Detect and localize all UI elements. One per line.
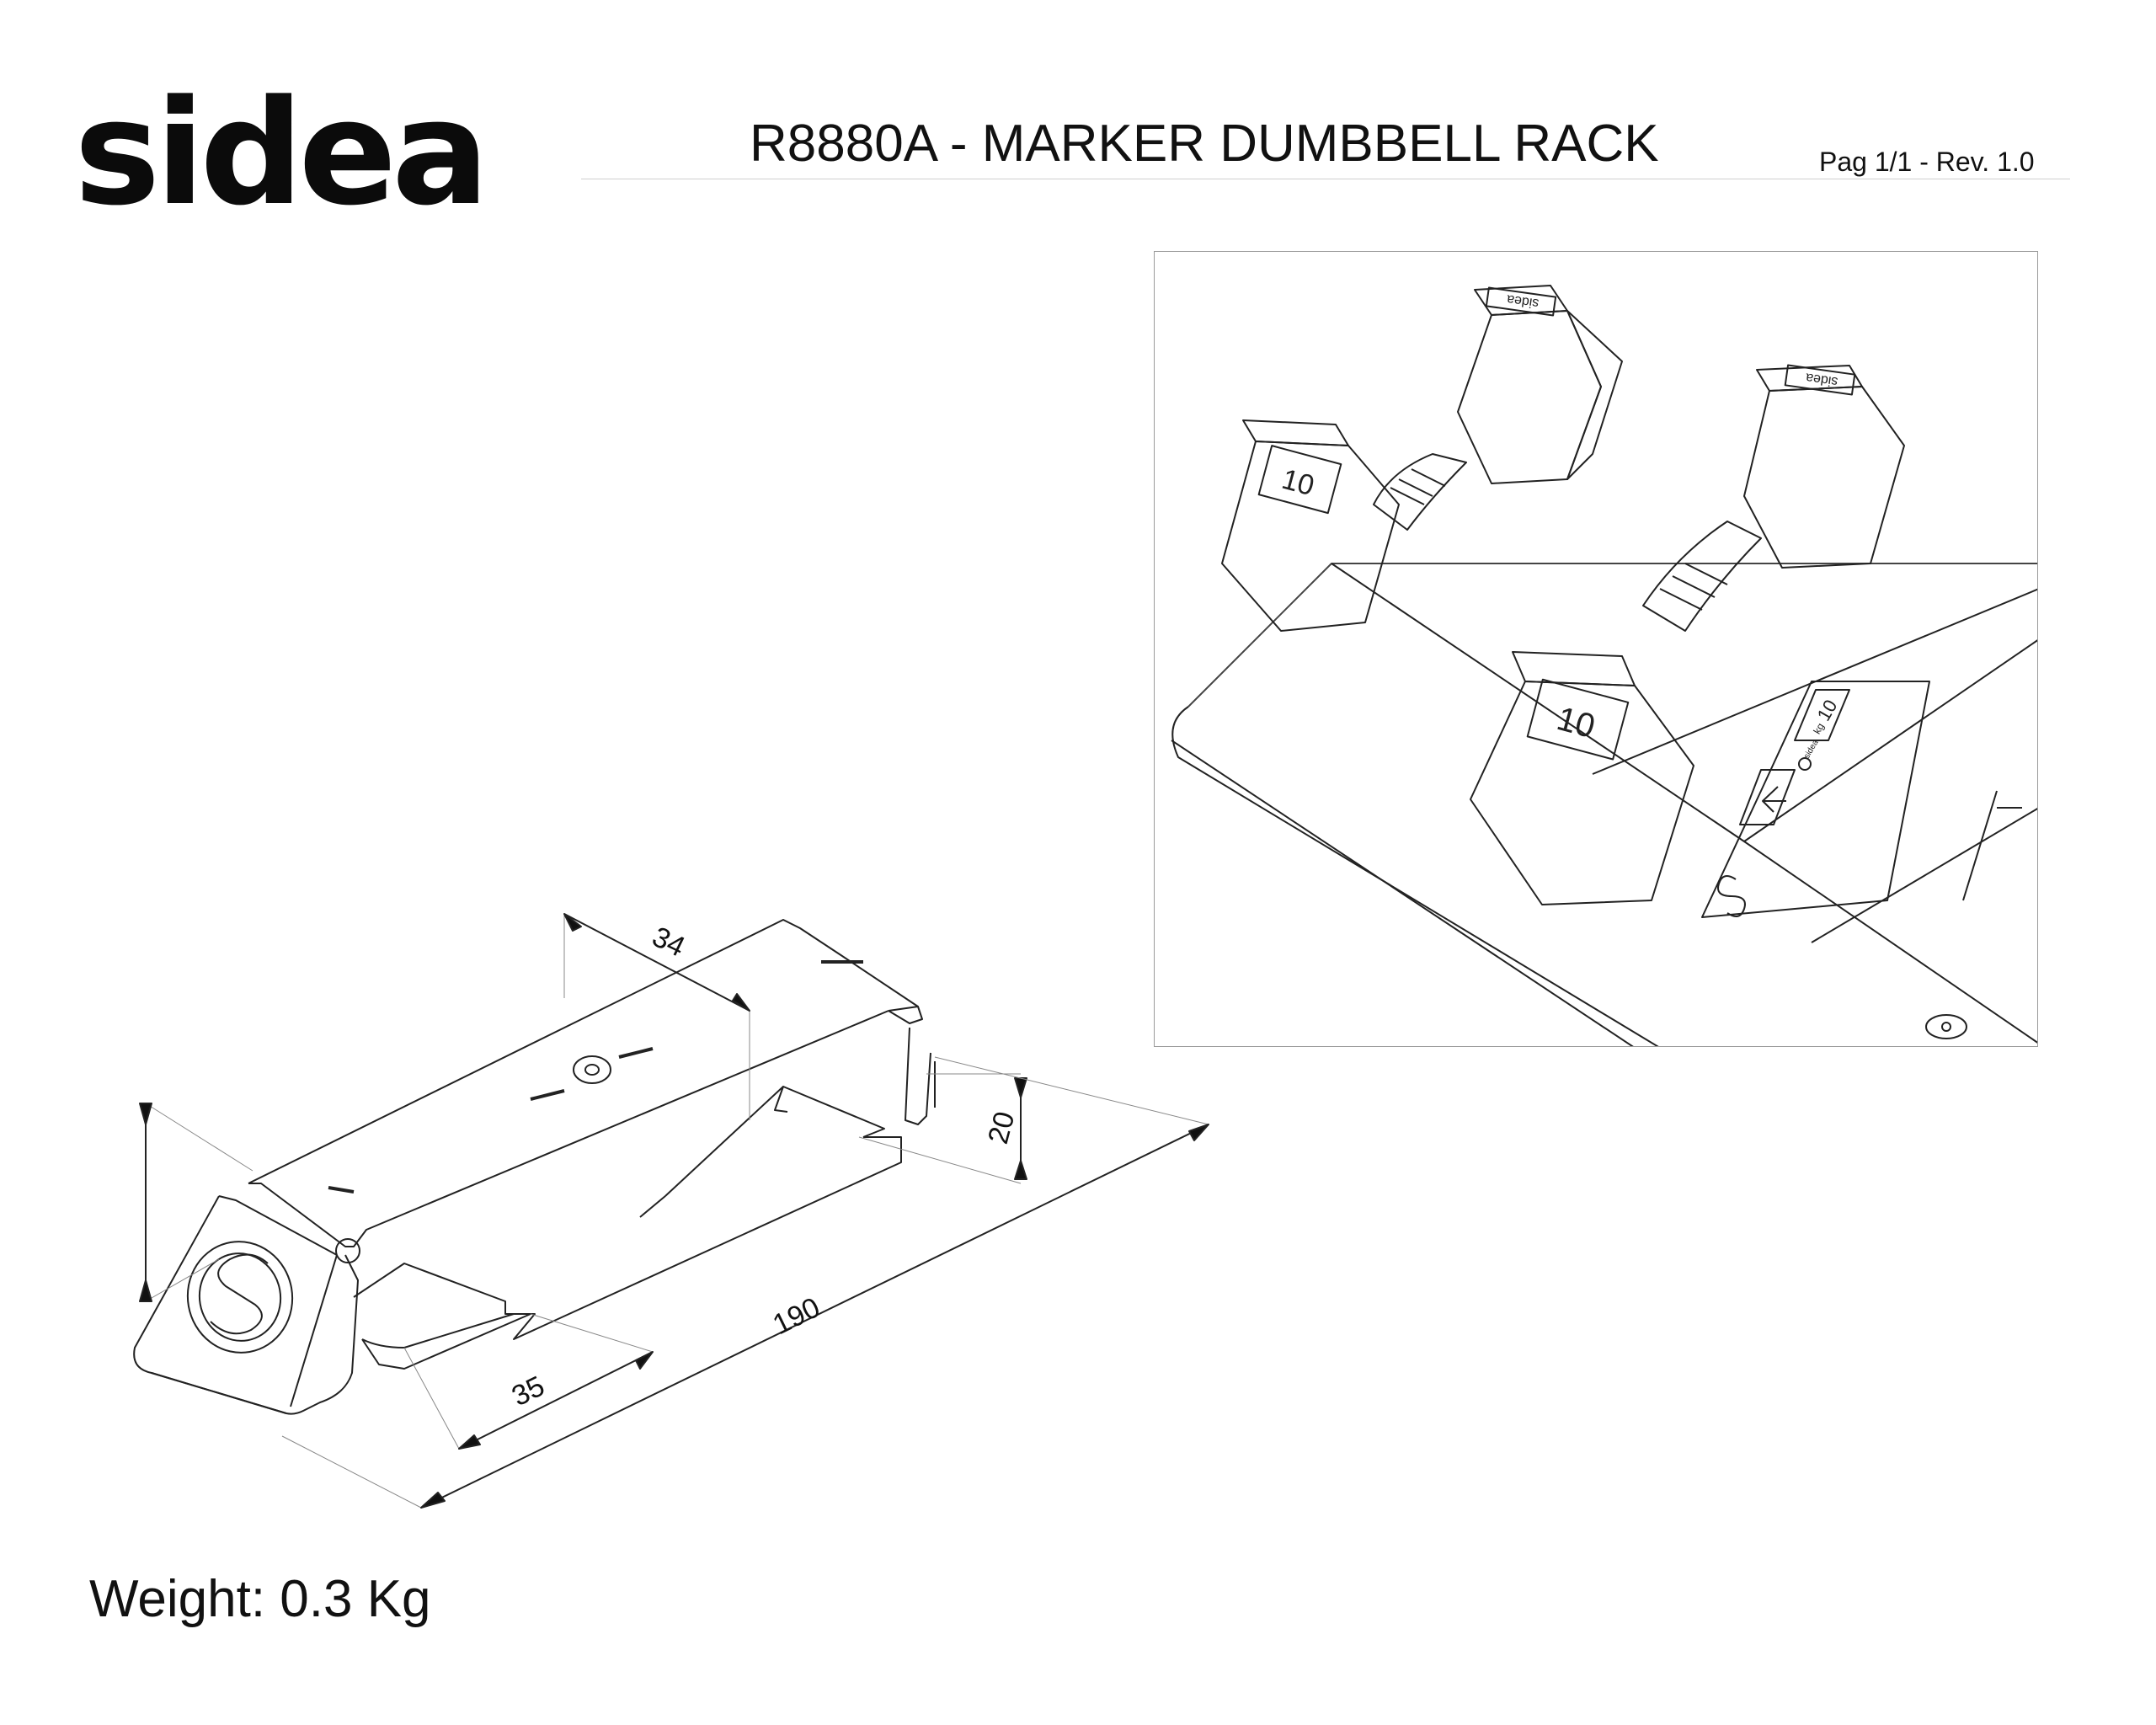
center-screw (573, 1055, 611, 1084)
drawing-title: R8880A - MARKER DUMBBELL RACK (750, 115, 1659, 173)
dim-34-label: 34 (647, 921, 690, 964)
back-dumbbell-weight-plate (1257, 445, 1342, 515)
back-dumbbell-brand: sidea (1506, 291, 1540, 310)
dim-35: 35 (403, 1313, 654, 1450)
floor-bolt (1925, 1014, 1967, 1039)
marker-bracket: 10 kg sidea (1701, 681, 1930, 918)
marker-brand: sidea (1802, 738, 1821, 761)
slots (328, 960, 863, 1194)
sidea-logo: sidea (74, 68, 489, 238)
dumbbell-rack-illustration: sidea 10 sidea 10 (1171, 285, 2037, 1046)
sidea-emblem-icon (1717, 875, 1746, 917)
dim-34: 34 (563, 913, 750, 1120)
detail-illustration-frame: sidea 10 sidea 10 (1154, 251, 2038, 1047)
dimension-lines: 34 30 20 190 (139, 913, 1209, 1509)
front-dumbbell: sidea 10 (1470, 364, 1905, 905)
corner-bend-circle (335, 1238, 360, 1263)
marker-part-drawing: 34 30 20 190 (133, 913, 1209, 1509)
weight-label: Weight: 0.3 Kg (89, 1570, 431, 1628)
back-dumbbell-brand-plate (1485, 286, 1557, 317)
dim-30: 30 (139, 1103, 253, 1302)
dim-190-label: 190 (768, 1291, 825, 1341)
front-dumbbell-brand: sidea (1805, 370, 1838, 388)
front-dumbbell-weight-plate (1526, 678, 1630, 761)
rack-rails (1171, 563, 2037, 1046)
marker-label-window (1794, 689, 1850, 741)
front-dumbbell-brand-plate (1784, 364, 1856, 396)
part-technical-drawing: 34 30 20 190 (126, 893, 1221, 1533)
back-dumbbell: sidea 10 (1221, 285, 1623, 632)
back-dumbbell-weight-label: 10 (1278, 463, 1317, 502)
marker-unit-label: kg (1811, 721, 1826, 736)
dim-20-label: 20 (982, 1108, 1021, 1147)
dim-190: 190 (281, 1056, 1209, 1509)
arrow-left-icon (1762, 786, 1786, 813)
sidea-emblem-icon (186, 1241, 294, 1354)
marker-arrow-window (1739, 769, 1796, 825)
marker-screw (1798, 757, 1812, 771)
page-revision: Pag 1/1 - Rev. 1.0 (1819, 147, 2035, 177)
bracket-body (133, 919, 936, 1415)
